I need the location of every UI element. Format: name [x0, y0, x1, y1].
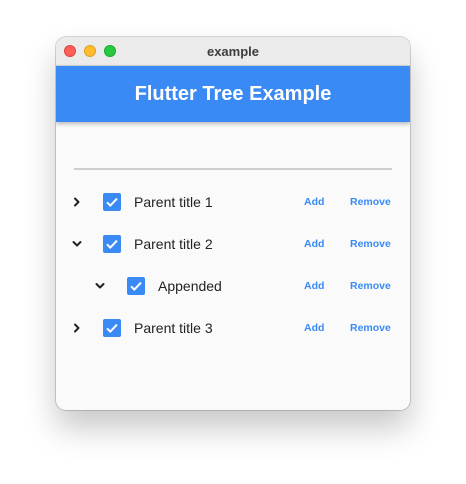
tree-node-appended: Appended Add Remove	[56, 265, 410, 307]
checkbox[interactable]	[103, 193, 121, 211]
tree-node-parent-2: Parent title 2 Add Remove	[56, 223, 410, 265]
add-button[interactable]: Add	[304, 322, 325, 334]
app-bar: Flutter Tree Example	[56, 66, 410, 122]
checkbox[interactable]	[103, 235, 121, 253]
remove-button[interactable]: Remove	[350, 196, 391, 208]
tree-node-label: Parent title 2	[134, 236, 213, 252]
tree-node-parent-3: Parent title 3 Add Remove	[56, 307, 410, 349]
remove-button[interactable]: Remove	[350, 280, 391, 292]
checkbox[interactable]	[103, 319, 121, 337]
window-zoom-button[interactable]	[104, 45, 116, 57]
add-button[interactable]: Add	[304, 196, 325, 208]
app-bar-title: Flutter Tree Example	[134, 83, 332, 105]
divider	[74, 168, 392, 170]
add-button[interactable]: Add	[304, 238, 325, 250]
window-close-button[interactable]	[64, 45, 76, 57]
window-minimize-button[interactable]	[84, 45, 96, 57]
remove-button[interactable]: Remove	[350, 238, 391, 250]
window-titlebar: example	[56, 37, 410, 66]
tree-node-label: Appended	[158, 278, 222, 294]
chevron-right-icon[interactable]	[69, 320, 85, 336]
remove-button[interactable]: Remove	[350, 322, 391, 334]
tree-node-label: Parent title 1	[134, 194, 213, 210]
chevron-down-icon[interactable]	[92, 278, 108, 294]
window-title: example	[206, 44, 260, 59]
chevron-down-icon[interactable]	[69, 236, 85, 252]
chevron-right-icon[interactable]	[69, 194, 85, 210]
app-window: example Flutter Tree Example Parent titl…	[56, 37, 410, 410]
tree-node-label: Parent title 3	[134, 320, 213, 336]
checkbox[interactable]	[127, 277, 145, 295]
add-button[interactable]: Add	[304, 280, 325, 292]
tree-node-parent-1: Parent title 1 Add Remove	[56, 181, 410, 223]
